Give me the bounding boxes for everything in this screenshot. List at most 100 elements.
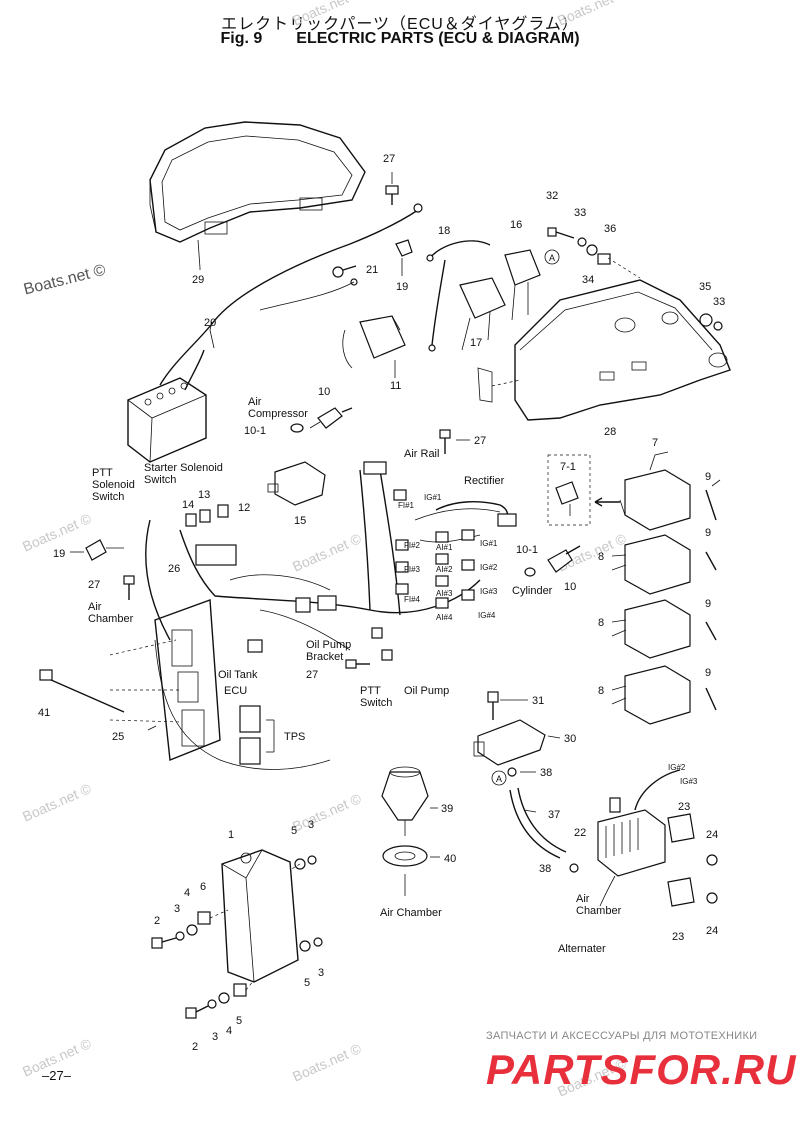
label: PTT [360,685,381,697]
part-12-fuse[interactable] [217,504,229,518]
part-3-nut[interactable] [207,999,217,1009]
callout: 8 [598,617,604,629]
part-21-terminal[interactable] [332,265,357,278]
part-24-screw[interactable] [706,892,718,904]
callout: 26 [168,563,180,575]
part-31-bolt[interactable] [487,691,499,720]
part-41-tie-strap[interactable] [39,669,125,713]
part-38-clip[interactable] [569,863,579,873]
label: IG#2 [480,563,498,572]
part-6-collar[interactable] [233,983,247,997]
part-7-ignition-coil[interactable] [619,451,691,531]
callout: 15 [294,515,306,527]
part-28-bracket[interactable] [477,279,731,421]
part-2-bolt[interactable] [151,937,177,949]
part-16-relay[interactable] [504,249,541,321]
part-24-screw[interactable] [706,854,718,866]
part-38-clip[interactable] [507,767,517,777]
label: Chamber [88,613,134,625]
callout: 8 [598,685,604,697]
part-7-1-cap[interactable] [555,481,579,516]
part-40-grommet[interactable] [382,845,428,867]
part-4-washer[interactable] [186,924,198,936]
part-4-washer[interactable] [218,992,230,1004]
label: Solenoid [92,479,135,491]
callout: 35 [699,281,711,293]
part-23-bracket[interactable] [667,877,695,907]
callout: 22 [574,827,586,839]
part-33-washer[interactable] [713,321,723,331]
part-33-washer[interactable] [577,237,587,247]
callout: 8 [598,551,604,563]
part-27-bolt[interactable] [345,659,370,669]
label: AI#4 [436,613,453,622]
part-6-collar[interactable] [197,911,211,925]
callout: 41 [38,707,50,719]
part-5-grommet[interactable] [299,940,311,952]
callout: 3 [308,819,314,831]
part-9-bolts[interactable] [705,489,717,711]
part-17-solenoid[interactable] [459,277,506,351]
label: FI#4 [404,595,421,604]
part-15-relay[interactable] [267,461,326,506]
label: ECU [224,685,247,697]
callout: 38 [539,863,551,875]
page-title-japanese: エレクトリックパーツ（ECU＆ダイヤグラム） [221,16,579,33]
part-27-bolt[interactable] [385,172,399,205]
label: Cylinder [512,585,553,597]
callout: 6 [200,881,206,893]
part-3-nut[interactable] [313,937,323,947]
part-8-ignition-coil[interactable] [611,665,691,725]
callout: 27 [306,669,318,681]
part-8-ignition-coil[interactable] [611,599,691,659]
callout: 16 [510,219,522,231]
part-35-grommet[interactable] [699,313,713,327]
part-10-sensor[interactable] [524,545,581,577]
part-34-washer[interactable] [586,244,598,256]
part-13-fuse[interactable] [199,509,211,523]
part-32-bolt[interactable] [547,227,575,239]
label: IG#1 [424,493,442,502]
callout: 9 [705,471,711,483]
callout: 31 [532,695,544,707]
part-25-wire-harness[interactable] [145,461,517,770]
part-2-bolt[interactable] [185,1005,209,1019]
part-22-rectifier[interactable] [597,769,681,907]
label: AI#2 [436,565,453,574]
label: AI#1 [436,543,453,552]
part-36-collar[interactable] [597,253,611,265]
callout: A [496,774,502,784]
part-3-nut[interactable] [175,931,185,941]
part-18-lead-wire[interactable] [426,240,491,352]
part-27-bolt[interactable] [123,575,135,600]
callout: 4 [184,887,190,899]
label: Switch [92,491,124,503]
part-1-ecu[interactable] [221,849,299,983]
label: Starter Solenoid [144,462,223,474]
callout: 30 [564,733,576,745]
part-8-ignition-coil[interactable] [611,534,691,595]
part-3-nut[interactable] [307,855,317,865]
part-19-boot[interactable] [395,239,413,276]
part-23-bracket[interactable] [667,813,695,843]
part-27-bolt[interactable] [439,429,451,454]
part-19-boot[interactable] [85,539,124,561]
part-30-map-sensor[interactable] [473,719,546,766]
label: PTT [92,467,113,479]
callout: 20 [204,317,216,329]
callout: 10-1 [516,544,538,556]
part-10-sensor[interactable] [290,407,353,433]
part-11-starter-solenoid[interactable] [342,315,406,378]
part-20-battery-cable[interactable] [159,203,423,391]
callout: 2 [154,915,160,927]
callout: 4 [226,1025,232,1037]
callout: 27 [88,579,100,591]
part-37-hose[interactable] [509,787,567,859]
part-29-cover[interactable] [149,121,366,269]
battery [127,377,207,463]
part-14-fuse[interactable] [185,513,197,527]
callout: 5 [304,977,310,989]
part-39-silencer[interactable] [381,766,429,836]
label: Oil Pump [404,685,449,697]
